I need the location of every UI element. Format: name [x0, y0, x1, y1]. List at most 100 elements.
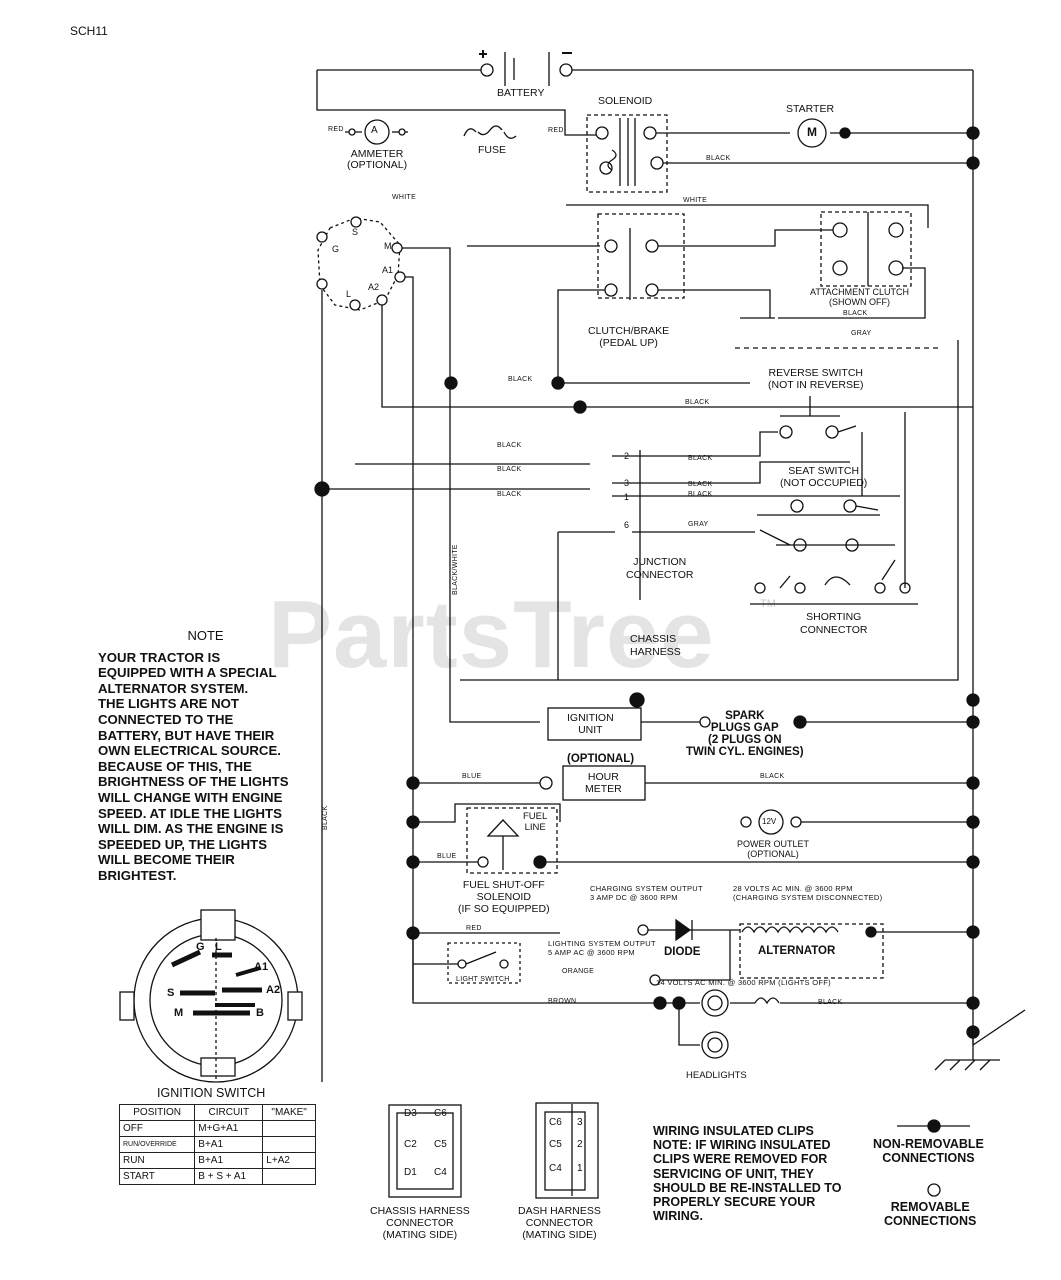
- ign-face-l: L: [215, 941, 222, 953]
- lighting-output-label: LIGHTING SYSTEM OUTPUT 5 AMP AC @ 3600 R…: [548, 939, 656, 957]
- alternator-note: NOTE YOUR TRACTOR IS EQUIPPED WITH A SPE…: [98, 628, 313, 884]
- cell-make: L+A2: [262, 1152, 316, 1169]
- power-outlet-icon: 12V: [762, 817, 777, 826]
- col-make: "MAKE": [262, 1104, 316, 1121]
- wire-black-j3: BLACK: [688, 481, 713, 488]
- legend-non-removable: NON-REMOVABLE CONNECTIONS: [873, 1137, 984, 1165]
- fuel-line-label: FUEL LINE: [523, 811, 548, 833]
- junction-connector-label: JUNCTION CONNECTOR: [626, 556, 694, 581]
- cell-position: START: [118, 1168, 196, 1185]
- wire-black-j1: BLACK: [688, 491, 713, 498]
- wire-blue-fuel: BLUE: [437, 853, 457, 860]
- wire-blue-hour: BLUE: [462, 773, 482, 780]
- chassis-harness-label: CHASSIS HARNESS: [630, 633, 681, 658]
- junction-pin-1: 1: [624, 492, 630, 502]
- headlights-label: HEADLIGHTS: [686, 1070, 747, 1081]
- spark-plugs-label: SPARK PLUGS GAP (2 PLUGS ON TWIN CYL. EN…: [686, 710, 804, 758]
- cell-circuit: M+G+A1: [194, 1120, 264, 1137]
- wire-red-ammeter: RED: [328, 126, 344, 133]
- wire-gray-j6: GRAY: [688, 521, 709, 528]
- starter-motor-icon: M: [807, 125, 817, 139]
- wire-black-a: BLACK: [508, 376, 533, 383]
- ign-term-m: M: [384, 241, 392, 251]
- watermark-trademark: TM: [760, 598, 776, 610]
- wire-white-2: WHITE: [683, 197, 708, 204]
- shorting-connector-label: SHORTING CONNECTOR: [800, 611, 868, 636]
- dash-pin-c4: C4: [549, 1163, 562, 1174]
- ign-term-l: L: [346, 289, 352, 299]
- dash-pin-2: 2: [577, 1139, 583, 1150]
- wire-gray-top: GRAY: [851, 330, 872, 337]
- light-volts-label: 14 VOLTS AC MIN. @ 3600 RPM (LIGHTS OFF): [656, 978, 831, 987]
- ign-term-a1: A1: [382, 265, 394, 275]
- ign-face-a1: A1: [254, 961, 269, 973]
- wire-brown: BROWN: [548, 998, 577, 1005]
- wire-black-clutch: BLACK: [843, 310, 868, 317]
- hour-meter-label: HOUR METER: [585, 771, 622, 795]
- dash-pin-c6: C6: [549, 1117, 562, 1128]
- wiring-clips-note: WIRING INSULATED CLIPS NOTE: IF WIRING I…: [653, 1124, 842, 1224]
- fuse-label: FUSE: [478, 144, 507, 156]
- wire-red-solenoid: RED: [548, 127, 564, 134]
- chassis-pin-c2: C2: [404, 1139, 417, 1150]
- power-outlet-label: POWER OUTLET (OPTIONAL): [737, 839, 810, 859]
- ign-face-b: B: [256, 1007, 264, 1019]
- starter-label: STARTER: [786, 103, 835, 115]
- legend-removable: REMOVABLE CONNECTIONS: [884, 1200, 977, 1228]
- sheet-code: SCH11: [70, 24, 108, 38]
- chassis-pin-c4: C4: [434, 1167, 447, 1178]
- hour-meter-optional: (OPTIONAL): [567, 753, 635, 765]
- chassis-pin-d3: D3: [404, 1108, 417, 1119]
- ignition-switch-title: IGNITION SWITCH: [157, 1086, 266, 1100]
- table-header-row: POSITION CIRCUIT "MAKE": [118, 1104, 316, 1121]
- alternator-volts-label: 28 VOLTS AC MIN. @ 3600 RPM (CHARGING SY…: [733, 884, 883, 902]
- table-row: RUN/OVERRIDE B+A1: [118, 1136, 316, 1153]
- ignition-unit-label: IGNITION UNIT: [567, 712, 614, 736]
- alternator-label: ALTERNATOR: [758, 945, 836, 957]
- light-switch-label: LIGHT SWITCH: [456, 976, 510, 983]
- fuel-solenoid-label: FUEL SHUT-OFF SOLENOID (IF SO EQUIPPED): [458, 879, 550, 915]
- chassis-pin-d1: D1: [404, 1167, 417, 1178]
- wire-black-head: BLACK: [818, 999, 843, 1006]
- cell-make: [262, 1120, 316, 1137]
- col-position: POSITION: [118, 1104, 196, 1121]
- cell-circuit: B + S + A1: [194, 1168, 264, 1185]
- ign-face-s: S: [167, 987, 175, 999]
- wire-black-white: BLACK/WHITE: [452, 544, 459, 595]
- wire-black-d: BLACK: [497, 466, 522, 473]
- seat-switch-label: SEAT SWITCH (NOT OCCUPIED): [780, 465, 868, 489]
- ign-term-g: G: [332, 244, 340, 254]
- ign-term-s: S: [352, 227, 359, 237]
- cell-circuit: B+A1: [194, 1136, 264, 1153]
- col-circuit: CIRCUIT: [194, 1104, 264, 1121]
- ign-face-m: M: [174, 1007, 184, 1019]
- wire-black-c: BLACK: [497, 442, 522, 449]
- cell-make: [262, 1136, 316, 1153]
- watermark: PartsTree: [268, 581, 715, 688]
- junction-pin-3: 3: [624, 478, 630, 488]
- wire-red-light: RED: [466, 925, 482, 932]
- dash-connector-label: DASH HARNESS CONNECTOR (MATING SIDE): [518, 1205, 601, 1241]
- note-title: NOTE: [187, 628, 224, 643]
- diode-label: DIODE: [664, 946, 701, 958]
- ign-face-a2: A2: [266, 984, 281, 996]
- note-body: YOUR TRACTOR IS EQUIPPED WITH A SPECIAL …: [98, 649, 289, 883]
- chassis-pin-c6: C6: [434, 1108, 447, 1119]
- solenoid-label: SOLENOID: [598, 95, 653, 107]
- wire-black-j2: BLACK: [688, 455, 713, 462]
- junction-pin-2: 2: [624, 451, 630, 461]
- table-row: OFF M+G+A1: [118, 1120, 316, 1137]
- reverse-switch-label: REVERSE SWITCH (NOT IN REVERSE): [768, 367, 864, 391]
- wire-black-hour: BLACK: [760, 773, 785, 780]
- dash-pin-3: 3: [577, 1117, 583, 1128]
- wire-black-b: BLACK: [685, 399, 710, 406]
- table-row: RUN B+A1 L+A2: [118, 1152, 316, 1169]
- chassis-pin-c5: C5: [434, 1139, 447, 1150]
- ign-term-a2: A2: [368, 282, 380, 292]
- wire-orange: ORANGE: [562, 968, 595, 975]
- ignition-switch-table: POSITION CIRCUIT "MAKE" OFF M+G+A1 RUN/O…: [118, 1104, 316, 1185]
- wire-black-vertical: BLACK: [322, 805, 329, 830]
- chassis-connector-label: CHASSIS HARNESS CONNECTOR (MATING SIDE): [370, 1205, 470, 1241]
